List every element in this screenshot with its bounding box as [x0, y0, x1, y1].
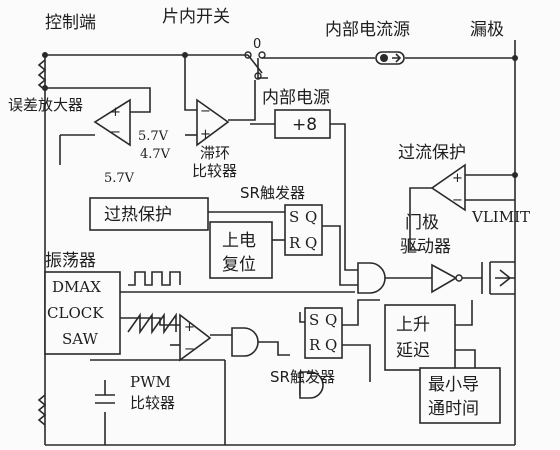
- sr-ff-top-title: SR触发器: [240, 184, 305, 202]
- clock-label: CLOCK: [47, 304, 104, 322]
- sr-flipflop-bottom: [304, 307, 343, 359]
- svg-text:+: +: [184, 320, 195, 335]
- min-on-time-label-1: 最小导: [428, 375, 479, 395]
- ff-top-q: Q: [305, 208, 317, 226]
- power-on-reset-label-1: 上电: [222, 231, 256, 251]
- v-limit-label: VLIMIT: [471, 208, 530, 226]
- saw-waveform: [127, 312, 177, 335]
- over-current-label: 过流保护: [398, 143, 466, 163]
- hysteresis-comparator-triangle: [196, 98, 230, 147]
- mosfet-icon: [495, 269, 515, 287]
- ref-4-7v-label: 4.7V: [140, 147, 171, 162]
- pwm-comparator-triangle: [179, 313, 212, 362]
- capacitor-icon: [95, 394, 115, 404]
- ref-5-7v-second-label: 5.7V: [104, 171, 135, 186]
- saw-label: SAW: [62, 330, 99, 348]
- sr-ff-bottom-title: SR触发器: [270, 368, 335, 386]
- junction-dot: [42, 85, 48, 91]
- power-on-reset-box: [209, 221, 273, 279]
- error-amp-label: 误差放大器: [8, 96, 83, 114]
- internal-current-source-label: 内部电流源: [325, 20, 410, 40]
- over-temp-label: 过热保护: [104, 205, 172, 225]
- svg-text:−: −: [452, 193, 463, 208]
- svg-text:+: +: [200, 127, 211, 142]
- drain-label: 漏极: [470, 20, 504, 40]
- internal-switch: [244, 51, 266, 80]
- dmax-label: DMAX: [52, 278, 101, 296]
- pwm-label-2: 比较器: [130, 394, 175, 412]
- bottom-and-gate: [299, 371, 324, 399]
- power-on-reset-label-2: 复位: [222, 255, 256, 275]
- internal-switch-label: 片内开关: [162, 7, 230, 27]
- overcurrent-comparator-triangle: [430, 163, 466, 212]
- junction-dot: [512, 172, 518, 178]
- ff-bottom-r: R: [309, 336, 321, 354]
- pwm-label-1: PWM: [130, 373, 171, 391]
- junction-dot: [512, 55, 518, 61]
- rise-delay-label-2: 延迟: [396, 341, 430, 361]
- min-on-time-label-2: 通时间: [428, 399, 479, 419]
- error-amp-triangle: [93, 98, 131, 147]
- svg-text:+: +: [110, 105, 121, 120]
- svg-text:−: −: [110, 125, 121, 140]
- svg-text:−: −: [200, 104, 211, 119]
- ff-bottom-s: S: [309, 311, 319, 329]
- over-temp-box: [89, 197, 209, 231]
- ff-bottom-q2: Q: [325, 336, 337, 354]
- control-terminal-label: 控制端: [45, 13, 96, 33]
- pwm-and-gate: [231, 327, 259, 357]
- junction-dot: [182, 52, 188, 58]
- sr-flipflop-top: [284, 204, 323, 256]
- rise-delay-box: [384, 304, 456, 371]
- min-on-time-box: [419, 367, 501, 424]
- hysteresis-comp-label-1: 滞环: [200, 144, 230, 162]
- internal-supply-box: [274, 109, 331, 139]
- supply-value-label: +8: [292, 115, 317, 135]
- oscillator-box: [44, 271, 121, 355]
- ff-top-r: R: [289, 234, 301, 252]
- ff-bottom-q: Q: [325, 311, 337, 329]
- ref-5-7v-label: 5.7V: [138, 129, 169, 144]
- oscillator-label: 振荡器: [45, 251, 96, 271]
- ff-top-q2: Q: [305, 234, 317, 252]
- gate-driver-label-1: 门极: [405, 213, 439, 233]
- svg-text:−: −: [184, 342, 195, 357]
- dmax-waveform: [128, 271, 181, 286]
- svg-text:+: +: [452, 171, 463, 186]
- gate-driver-triangle: [431, 263, 458, 294]
- junction-dot: [42, 52, 48, 58]
- hysteresis-comp-label-2: 比较器: [192, 162, 237, 180]
- internal-supply-label: 内部电源: [262, 88, 330, 108]
- and-gate: [357, 262, 386, 294]
- gate-driver-label-2: 驱动器: [400, 237, 451, 257]
- rise-delay-label-1: 上升: [396, 315, 430, 335]
- ff-top-s: S: [289, 208, 299, 226]
- switch-zero-label: 0: [253, 37, 261, 52]
- current-source-icon: [375, 51, 405, 65]
